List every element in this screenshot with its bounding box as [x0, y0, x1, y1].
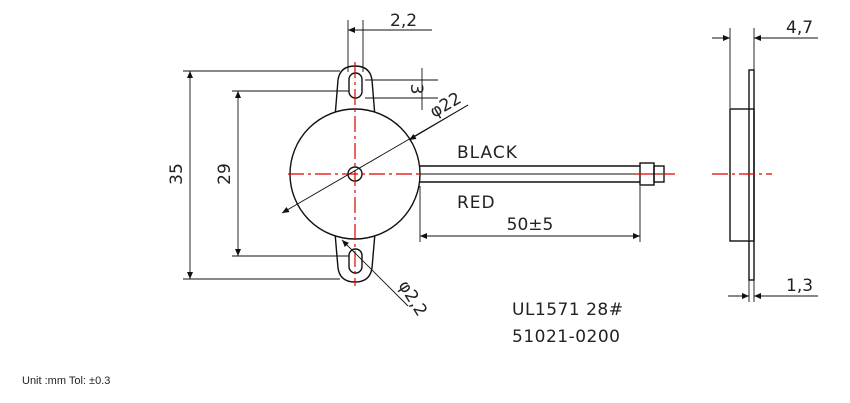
side-tab-flange	[748, 69, 755, 281]
dim-text-overall-height: 35	[167, 163, 187, 185]
dim-text-diameter: φ22	[427, 89, 465, 123]
dim-text-hole-offset: 3	[406, 84, 426, 95]
side-view: 4,7 1,3	[712, 18, 818, 302]
dim-text-thickness: 4,7	[786, 18, 813, 38]
unit-tolerance-note: Unit :mm Tol: ±0.3	[22, 375, 111, 387]
dim-hole-spacing: 29	[215, 90, 349, 257]
dim-wire-length: 50±5	[419, 186, 641, 242]
dim-tab-thickness: 1,3	[728, 276, 818, 302]
dim-text-wire-length: 50±5	[507, 215, 554, 235]
dim-text-tab-width: 2,2	[390, 11, 417, 31]
wire-label-red: RED	[457, 193, 496, 213]
dim-text-tab-thickness: 1,3	[786, 276, 813, 296]
wire-label-black: BLACK	[457, 143, 518, 163]
front-view: 2,2 3 35 29 φ22	[167, 11, 675, 347]
dim-text-hole-spacing: 29	[215, 163, 235, 185]
connector-part-number: 51021-0200	[512, 327, 620, 347]
dim-hole-offset: 3	[365, 68, 438, 110]
dim-tab-width: 2,2	[347, 11, 432, 72]
dim-text-hole-diameter: φ2,2	[394, 277, 431, 320]
wire-bundle	[419, 165, 640, 183]
cable-spec: UL1571 28#	[512, 300, 623, 320]
dim-overall-height: 35	[167, 70, 340, 280]
dim-thickness: 4,7	[712, 18, 818, 108]
side-body	[729, 108, 755, 242]
